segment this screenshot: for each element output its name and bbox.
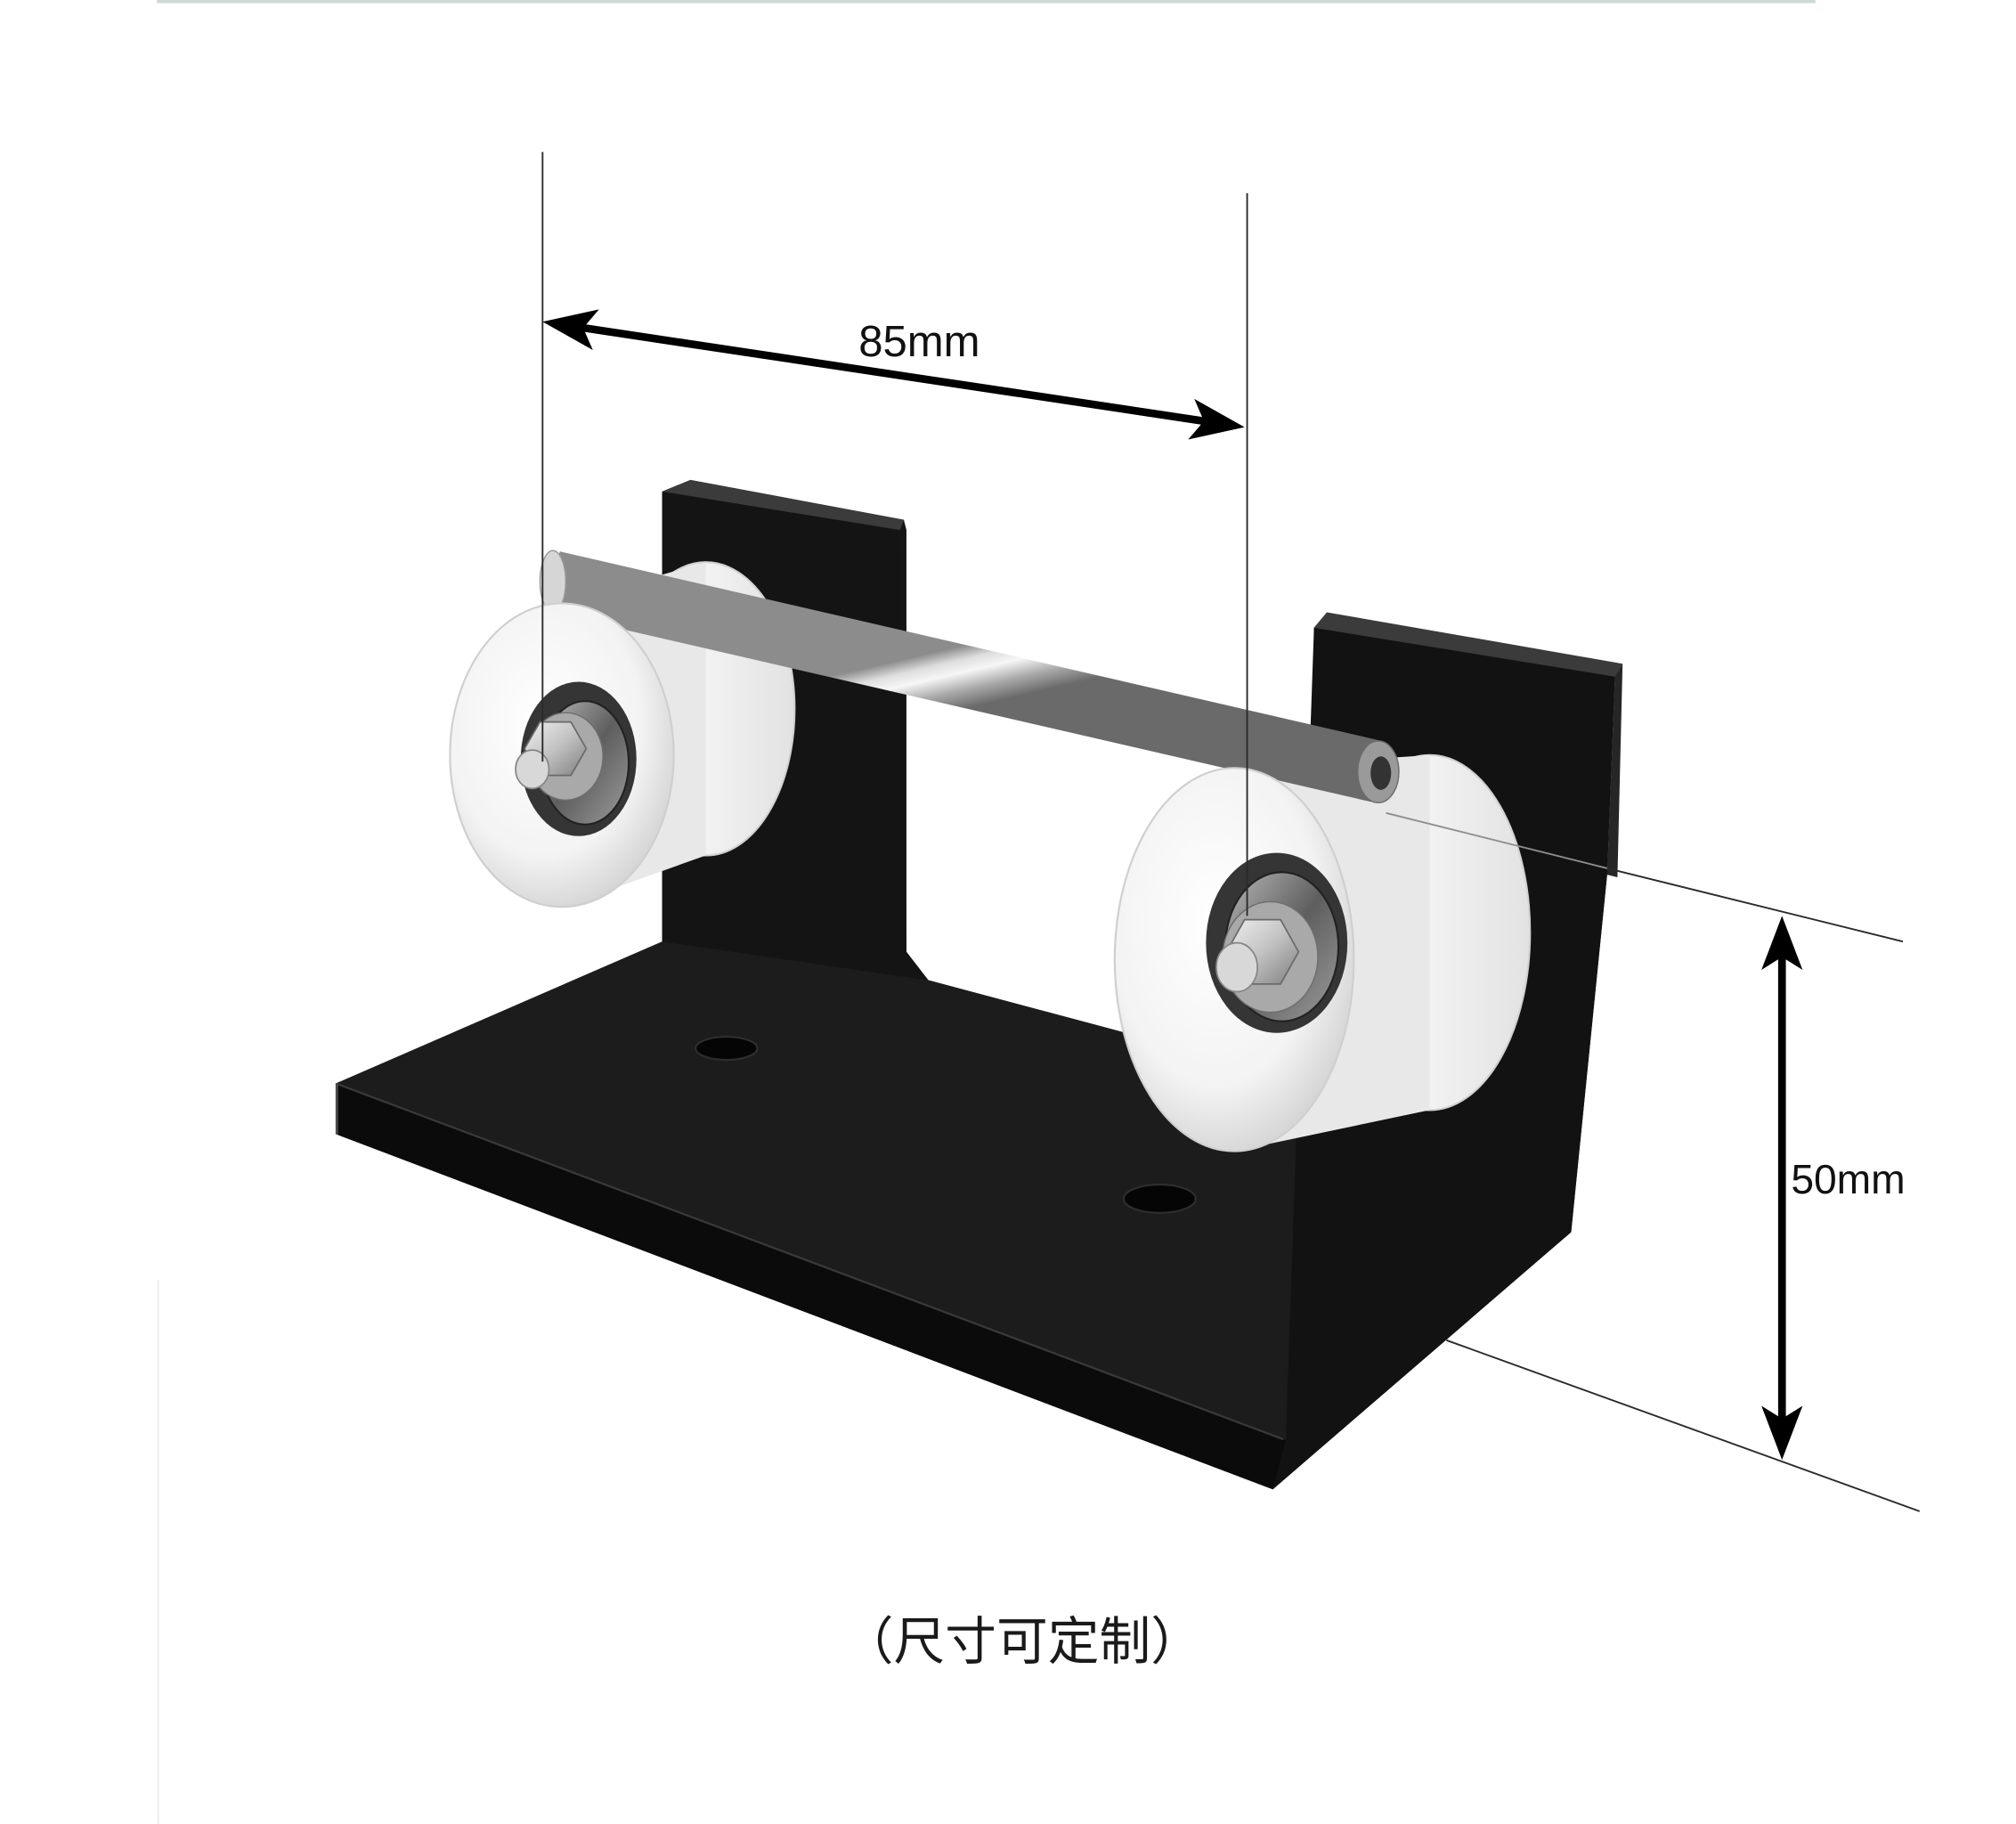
base-edge-highlight <box>337 1083 1284 1441</box>
width-arrowhead-left-icon <box>542 309 599 351</box>
left-upright-top-edge <box>662 479 905 531</box>
steel-rod <box>539 550 1400 803</box>
right-wheel-bolt-end <box>1215 941 1258 993</box>
height-extension-line-top <box>1606 867 1904 943</box>
width-label: 85mm <box>858 318 980 366</box>
customizable-size-caption: （尺寸可定制） <box>842 1611 1202 1672</box>
rod-body <box>546 551 1386 802</box>
right-wheel <box>1113 767 1355 1152</box>
height-extension-line-bottom <box>1446 1339 1921 1512</box>
left-wheel <box>449 602 675 908</box>
mounting-hole-left <box>695 1035 759 1062</box>
rod-end-hole <box>1370 756 1392 790</box>
height-extension-line-top-inner <box>1386 811 1608 869</box>
width-dimension: 85mm <box>541 151 1248 916</box>
right-upright-side-edge <box>1606 664 1623 878</box>
height-label: 50mm <box>1791 1156 1905 1202</box>
height-dimension: 50mm <box>1386 811 1921 1512</box>
base-top-face <box>337 941 1314 1441</box>
width-arrow-shaft <box>580 323 1207 426</box>
mounting-hole-right <box>1122 1184 1197 1214</box>
base-front-edge <box>337 1083 1286 1490</box>
width-arrowhead-right-icon <box>1188 398 1245 440</box>
height-arrowhead-bottom-icon <box>1761 1405 1803 1461</box>
height-arrowhead-top-icon <box>1761 916 1803 970</box>
right-upright-top-edge <box>1313 612 1623 677</box>
left-wheel-bolt-end <box>515 749 550 790</box>
